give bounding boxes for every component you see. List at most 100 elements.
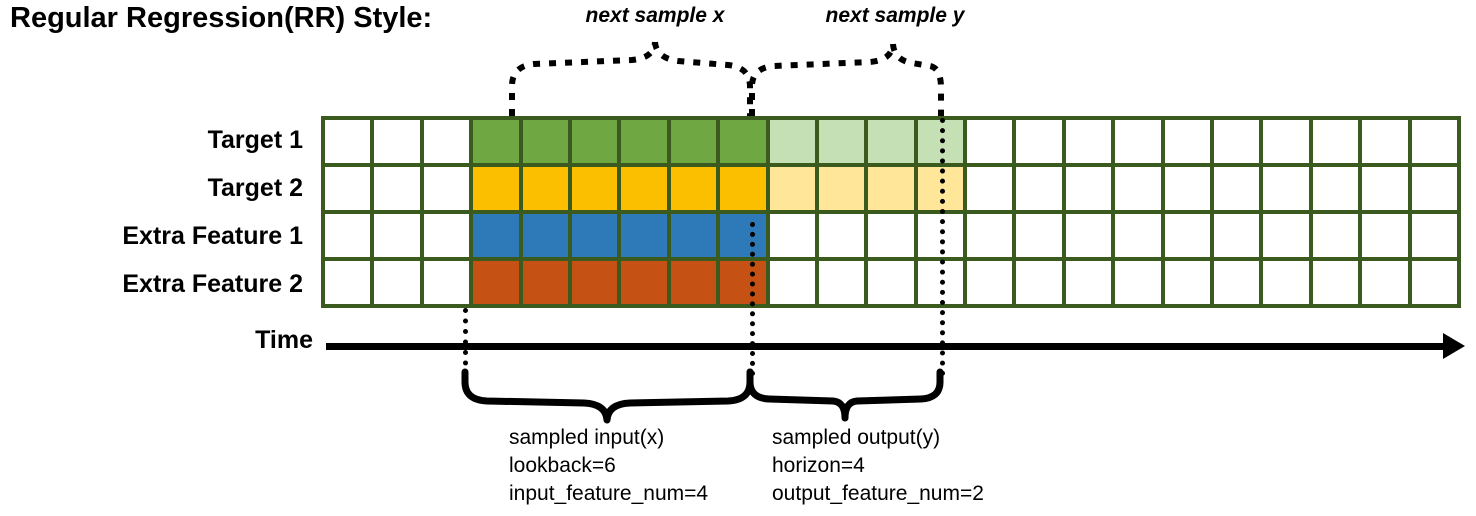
row-label-target-2: Target 2 <box>207 173 303 202</box>
grid-cell <box>423 261 470 304</box>
grid-cell <box>670 261 717 304</box>
divider-output-end <box>940 118 945 376</box>
grid-cell <box>473 214 519 257</box>
grid-cell <box>1263 120 1309 163</box>
sampled-output-line-1: sampled output(y) <box>772 426 941 449</box>
grid-cell <box>522 167 568 210</box>
time-axis-label: Time <box>255 326 313 354</box>
brace-next-sample-x <box>509 41 658 116</box>
grid-cell <box>571 120 618 163</box>
grid-cell <box>473 167 519 210</box>
time-axis-arrow-icon <box>1443 333 1465 359</box>
grid-cell <box>818 167 865 210</box>
grid-cell <box>1362 120 1408 163</box>
grid-cell <box>1263 167 1309 210</box>
row-label-extra-feature-2: Extra Feature 2 <box>122 269 303 298</box>
grid-cell <box>1115 214 1161 257</box>
row-label-list: Target 1 Target 2 Extra Feature 1 Extra … <box>0 116 313 308</box>
grid-cell <box>1312 214 1359 257</box>
grid-cell <box>720 120 766 163</box>
timeline-grid-cells <box>321 116 1461 308</box>
divider-input-start <box>463 308 468 376</box>
grid-cell <box>1214 120 1260 163</box>
grid-cell <box>868 214 914 257</box>
grid-cell <box>423 167 470 210</box>
grid-cell <box>1411 167 1457 210</box>
brace-next-sample-y <box>749 43 896 116</box>
grid-cell <box>967 214 1013 257</box>
annotation-next-sample-x: next sample x <box>585 4 725 27</box>
grid-cell <box>1312 167 1359 210</box>
brace-sampled-output <box>746 368 944 422</box>
grid-cell <box>1164 167 1211 210</box>
grid-cell <box>1312 120 1359 163</box>
grid-cell <box>325 261 371 304</box>
grid-cell <box>818 261 865 304</box>
grid-cell <box>1016 120 1062 163</box>
grid-cell <box>621 120 667 163</box>
grid-cell <box>1214 261 1260 304</box>
grid-cell <box>720 167 766 210</box>
grid-cell <box>670 214 717 257</box>
grid-cell <box>1115 120 1161 163</box>
grid-cell <box>621 214 667 257</box>
grid-cell <box>967 120 1013 163</box>
grid-cell <box>571 214 618 257</box>
grid-cell <box>1362 261 1408 304</box>
grid-cell <box>1214 214 1260 257</box>
sampled-output-line-3: output_feature_num=2 <box>772 481 984 505</box>
grid-cell <box>522 214 568 257</box>
grid-cell <box>473 261 519 304</box>
grid-cell <box>571 261 618 304</box>
grid-cell <box>720 261 766 304</box>
grid-cell <box>1016 167 1062 210</box>
divider-input-end <box>750 222 755 376</box>
sampled-output-line-2: horizon=4 <box>772 453 865 477</box>
grid-cell <box>1065 120 1112 163</box>
timeline-grid <box>321 116 1461 308</box>
grid-cell <box>374 214 420 257</box>
brace-next-sample-y-right <box>890 43 944 116</box>
row-label-target-1: Target 1 <box>207 125 303 154</box>
grid-cell <box>1016 261 1062 304</box>
sampled-input-line-2: lookback=6 <box>509 453 616 477</box>
grid-cell <box>670 167 717 210</box>
brace-next-sample-x-right <box>652 41 753 116</box>
grid-cell <box>621 261 667 304</box>
grid-cell <box>374 261 420 304</box>
grid-cell <box>473 120 519 163</box>
grid-cell <box>423 214 470 257</box>
grid-cell <box>967 167 1013 210</box>
grid-cell <box>868 167 914 210</box>
grid-cell <box>670 120 717 163</box>
grid-cell <box>967 261 1013 304</box>
grid-cell <box>423 120 470 163</box>
grid-cell <box>769 167 815 210</box>
grid-cell <box>325 214 371 257</box>
brace-sampled-input <box>461 368 754 424</box>
sampled-output-description: sampled output(y) horizon=4 output_featu… <box>772 424 984 508</box>
sampled-input-description: sampled input(x) lookback=6 input_featur… <box>509 424 708 508</box>
grid-cell <box>1362 214 1408 257</box>
grid-cell <box>522 120 568 163</box>
grid-cell <box>1411 261 1457 304</box>
grid-cell <box>1065 261 1112 304</box>
grid-cell <box>818 120 865 163</box>
grid-cell <box>1263 214 1309 257</box>
grid-cell <box>1115 167 1161 210</box>
grid-cell <box>621 167 667 210</box>
sampled-input-line-3: input_feature_num=4 <box>509 481 709 505</box>
grid-cell <box>1016 214 1062 257</box>
grid-cell <box>720 214 766 257</box>
grid-cell <box>374 167 420 210</box>
grid-cell <box>818 214 865 257</box>
annotation-next-sample-y: next sample y <box>825 4 965 27</box>
grid-cell <box>769 261 815 304</box>
grid-cell <box>1263 261 1309 304</box>
grid-cell <box>325 120 371 163</box>
grid-cell <box>1065 214 1112 257</box>
grid-cell <box>1214 167 1260 210</box>
grid-cell <box>868 261 914 304</box>
grid-cell <box>1411 120 1457 163</box>
grid-cell <box>325 167 371 210</box>
